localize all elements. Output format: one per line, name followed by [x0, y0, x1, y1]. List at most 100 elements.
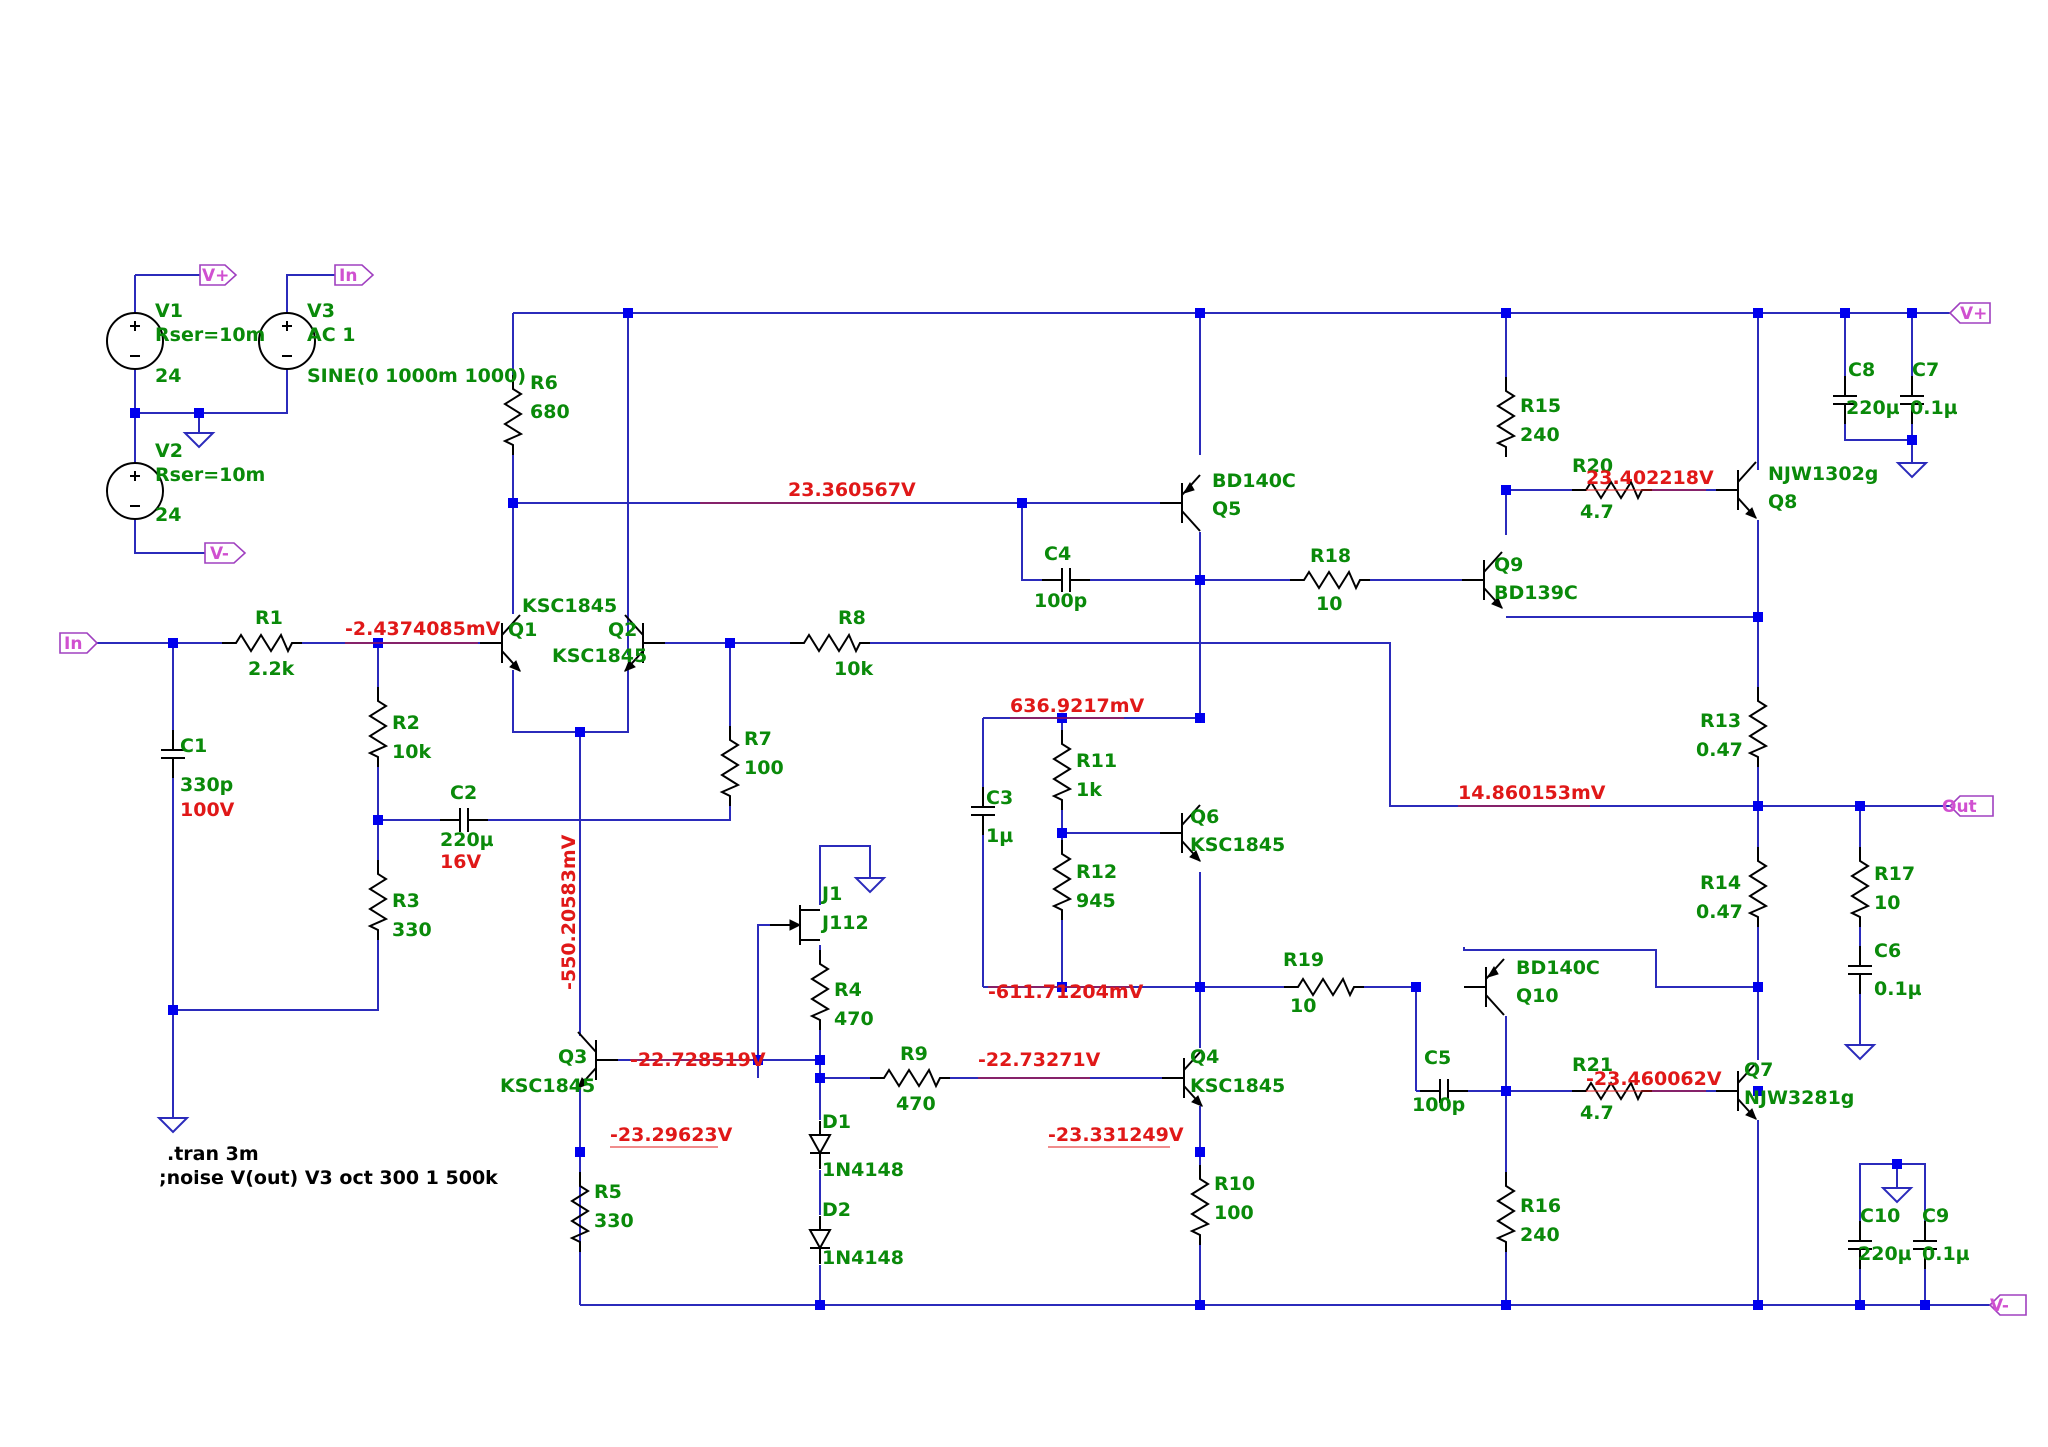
svg-text:V1: V1: [155, 300, 183, 322]
svg-text:330p: 330p: [180, 774, 233, 796]
svg-text:100: 100: [744, 757, 784, 779]
svg-text:Rser=10m: Rser=10m: [155, 324, 265, 346]
svg-text:R3: R3: [392, 890, 420, 912]
ground-icon: [158, 1109, 188, 1133]
r2-symbol[interactable]: [369, 686, 387, 768]
svg-text:KSC1845: KSC1845: [552, 645, 647, 667]
junction-dot: [130, 408, 140, 418]
spice-directives[interactable]: .tran 3m ;noise V(out) V3 oct 300 1 500k: [159, 1143, 498, 1189]
j1-symbol[interactable]: [770, 905, 820, 945]
junction-dot: [1753, 308, 1763, 318]
svg-text:1N4148: 1N4148: [822, 1247, 904, 1269]
junction-dot: [1195, 1300, 1205, 1310]
r10-symbol[interactable]: [1191, 1164, 1209, 1246]
r7-symbol[interactable]: [721, 725, 739, 807]
ground-icon: [1845, 1036, 1875, 1060]
r18-symbol[interactable]: [1289, 571, 1371, 589]
net-flag-vplus-2[interactable]: V+: [1948, 302, 1991, 324]
svg-text:2.2k: 2.2k: [248, 658, 295, 680]
svg-text:In: In: [64, 634, 82, 654]
r9-symbol[interactable]: [869, 1069, 951, 1087]
svg-text:Q5: Q5: [1212, 498, 1241, 520]
junction-dot: [575, 727, 585, 737]
svg-text:R14: R14: [1700, 872, 1741, 894]
svg-text:0.1µ: 0.1µ: [1922, 1243, 1970, 1265]
svg-text:C7: C7: [1912, 359, 1939, 381]
junction-dot: [1501, 308, 1511, 318]
net-flag-vminus-1[interactable]: V-: [204, 542, 247, 564]
net-flag-vplus-1[interactable]: V+: [199, 264, 238, 286]
svg-text:4.7: 4.7: [1580, 501, 1614, 523]
junction-dot: [1907, 435, 1917, 445]
svg-text:R5: R5: [594, 1181, 622, 1203]
svg-text:10k: 10k: [834, 658, 873, 680]
junction-dot: [815, 1055, 825, 1065]
r16-symbol[interactable]: [1497, 1171, 1515, 1253]
svg-text:R21: R21: [1572, 1054, 1613, 1076]
q8-symbol[interactable]: [1715, 461, 1757, 519]
net-flag-out[interactable]: Out: [1942, 795, 1994, 817]
svg-text:Q7: Q7: [1744, 1059, 1773, 1081]
svg-text:10: 10: [1874, 892, 1900, 914]
r1-symbol[interactable]: [221, 634, 303, 652]
svg-text:1µ: 1µ: [986, 825, 1013, 847]
r4-symbol[interactable]: [811, 949, 829, 1031]
svg-text:100V: 100V: [180, 799, 235, 821]
svg-text:Out: Out: [1942, 797, 1977, 817]
svg-text:R18: R18: [1310, 545, 1351, 567]
svg-text:C10: C10: [1860, 1205, 1900, 1227]
svg-text:C8: C8: [1848, 359, 1875, 381]
svg-text:SINE(0 1000m 1000): SINE(0 1000m 1000): [307, 365, 526, 387]
svg-text:.tran 3m: .tran 3m: [167, 1143, 259, 1165]
junction-dot: [1753, 982, 1763, 992]
q10-symbol[interactable]: [1463, 958, 1505, 1016]
junction-dot: [1907, 308, 1917, 318]
r3-symbol[interactable]: [369, 859, 387, 941]
svg-text:10k: 10k: [392, 741, 431, 763]
r17-symbol[interactable]: [1851, 846, 1869, 928]
net-flag-in-left[interactable]: In: [59, 632, 99, 654]
r13-symbol[interactable]: [1749, 686, 1767, 768]
junction-dot: [1411, 982, 1421, 992]
junction-dot: [1892, 1159, 1902, 1169]
junction-dot: [1753, 801, 1763, 811]
junction-dot: [623, 308, 633, 318]
svg-text:V3: V3: [307, 300, 335, 322]
svg-text:10: 10: [1316, 593, 1342, 615]
ground-icon: [1897, 454, 1927, 478]
svg-text:V-: V-: [210, 544, 229, 564]
r15-symbol[interactable]: [1497, 376, 1515, 458]
svg-text:R11: R11: [1076, 750, 1117, 772]
r19-symbol[interactable]: [1283, 978, 1365, 996]
junction-dot: [1195, 308, 1205, 318]
op-point: 23.360567V: [788, 479, 916, 501]
r14-symbol[interactable]: [1749, 846, 1767, 928]
net-flag-in-top[interactable]: In: [334, 264, 375, 286]
net-flag-vminus-2[interactable]: V-: [1988, 1294, 2027, 1316]
svg-text:0.1µ: 0.1µ: [1874, 978, 1922, 1000]
r8-symbol[interactable]: [789, 634, 871, 652]
ground-icon: [855, 869, 885, 893]
svg-text:V+: V+: [202, 266, 229, 286]
svg-text:C4: C4: [1044, 543, 1071, 565]
svg-text:24: 24: [155, 365, 181, 387]
r12-symbol[interactable]: [1053, 839, 1071, 921]
op-point: 23.402218V: [1586, 467, 1714, 489]
svg-text:16V: 16V: [440, 851, 481, 873]
component-labels: V1 Rser=10m 24 V2 Rser=10m 24 V3 AC 1 SI…: [155, 300, 1970, 1269]
r11-symbol[interactable]: [1053, 729, 1071, 811]
svg-text:D1: D1: [822, 1111, 851, 1133]
svg-text:J112: J112: [820, 912, 869, 934]
svg-text:R15: R15: [1520, 395, 1561, 417]
junction-dot: [815, 1300, 825, 1310]
op-point: -23.331249V: [1048, 1124, 1184, 1146]
svg-text:R19: R19: [1283, 949, 1324, 971]
q5-symbol[interactable]: [1159, 474, 1201, 532]
c6-symbol[interactable]: [1847, 945, 1873, 995]
r6-symbol[interactable]: [504, 374, 522, 456]
junction-dot: [1195, 575, 1205, 585]
c4-symbol[interactable]: [1041, 567, 1091, 593]
junction-dot: [1195, 1147, 1205, 1157]
svg-text:Q10: Q10: [1516, 985, 1559, 1007]
